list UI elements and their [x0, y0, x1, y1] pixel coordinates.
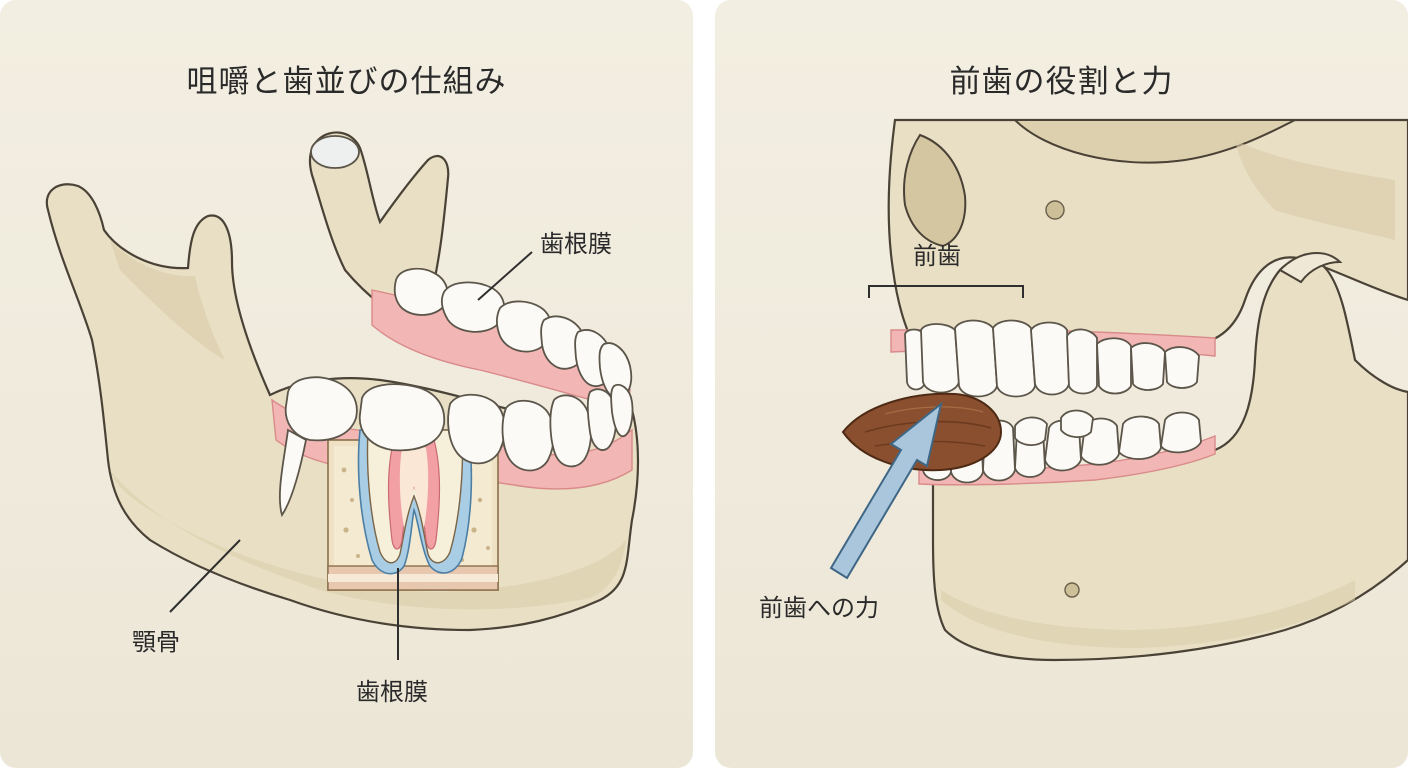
label-periodontal-bottom: 歯根膜 [356, 678, 428, 706]
label-jaw-bone: 顎骨 [132, 628, 180, 656]
eye-socket [1012, 119, 1296, 164]
far-condyle [310, 135, 360, 169]
far-molar-1 [393, 267, 449, 316]
label-periodontal-top: 歯根膜 [540, 230, 612, 258]
lower-back-molar-1 [1014, 416, 1048, 446]
upper-premolar-1 [1096, 337, 1132, 395]
lower-molar-2 [1160, 411, 1202, 454]
label-force-on-front-teeth: 前歯への力 [759, 594, 879, 622]
upper-canine [1066, 328, 1098, 395]
upper-incisor-4 [1030, 321, 1070, 396]
upper-incisor-3 [992, 319, 1036, 398]
right-panel-skull-diagram: 前歯の役割と力 [715, 0, 1408, 768]
right-panel-title: 前歯の役割と力 [949, 64, 1174, 100]
far-molar-2 [441, 281, 506, 333]
nasal-cavity [903, 133, 967, 248]
near-premolar-1 [447, 393, 506, 465]
near-molar-2 [358, 383, 446, 452]
mandible-shadow [110, 470, 626, 610]
force-arrow [829, 401, 943, 580]
upper-incisor-1 [920, 323, 960, 394]
near-teeth-row [278, 376, 634, 518]
mental-foramen [1064, 582, 1080, 598]
foramen [1045, 200, 1065, 220]
left-panel-jaw-diagram: 咀嚼と歯並びの仕組み [0, 0, 693, 768]
upper-incisor-2 [954, 319, 998, 398]
near-canine [549, 394, 592, 468]
left-panel-title: 咀嚼と歯並びの仕組み [186, 64, 507, 100]
lower-back-molar-2 [1060, 409, 1094, 438]
label-front-teeth: 前歯 [913, 242, 961, 270]
front-teeth-bracket [868, 285, 1024, 298]
tooth-cross-section [327, 429, 499, 591]
near-incisor-2 [610, 383, 634, 438]
upper-teeth-row [904, 319, 1200, 398]
near-incisor-1 [586, 388, 617, 451]
skull-illustration [829, 118, 1408, 662]
leader-jaw-bone [169, 539, 241, 613]
mandible-illustration [45, 131, 640, 660]
upper-molar-1 [1164, 346, 1200, 389]
lower-molar-1 [1118, 415, 1162, 460]
near-molar-root [278, 428, 308, 518]
upper-premolar-2 [1130, 342, 1166, 391]
far-premolar-2 [540, 315, 587, 370]
near-molar-3 [284, 376, 358, 442]
leader-periodontal-top [477, 251, 533, 301]
near-premolar-2 [501, 399, 555, 472]
far-premolar-1 [496, 300, 553, 353]
